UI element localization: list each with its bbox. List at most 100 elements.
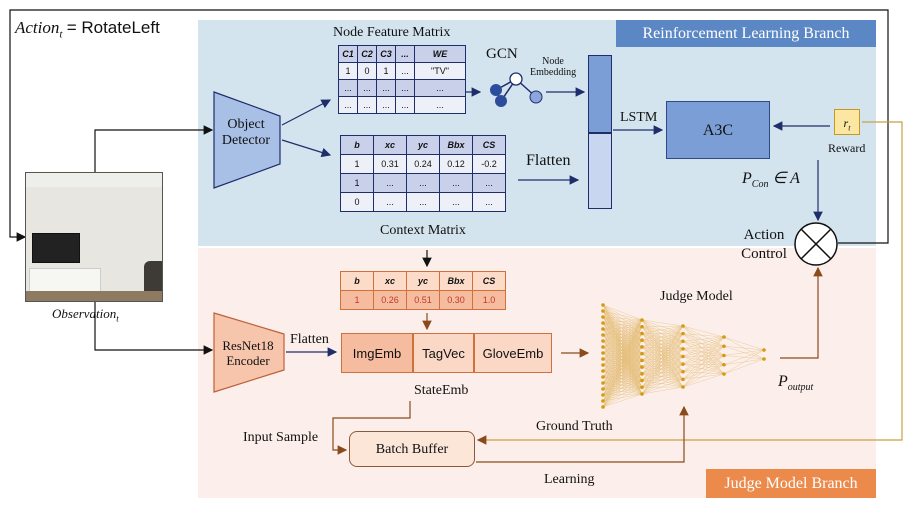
judge-network-edge <box>641 346 684 365</box>
lstm-label: LSTM <box>620 110 658 125</box>
judge-network-node <box>640 385 644 390</box>
judge-network-edge <box>602 319 643 408</box>
judge-network-edge <box>641 326 684 342</box>
judge-network-edge <box>602 340 643 360</box>
a3c-box: A3C <box>666 101 770 159</box>
judge-network-edge <box>723 336 765 351</box>
judge-network-node <box>601 351 605 355</box>
judge-network-edge <box>641 325 684 348</box>
judge-network-edge <box>602 304 643 327</box>
judge-network-edge <box>641 333 684 365</box>
obs-to-encoder-line <box>94 300 214 355</box>
judge-network-edge <box>641 360 684 365</box>
judge-network-edge <box>641 341 684 374</box>
judge-network-edge <box>641 341 684 361</box>
judge-network-edge <box>682 336 725 372</box>
judge-network-edge <box>641 319 684 365</box>
judge-network-edge <box>641 319 684 327</box>
judge-network-edge <box>641 319 684 350</box>
judge-network-edge <box>682 348 725 365</box>
judge-network-edge <box>682 364 725 388</box>
judge-network-edge <box>641 340 684 350</box>
judge-network-edge <box>682 373 725 388</box>
judge-network-edge <box>602 346 643 361</box>
action-control-symbol <box>794 222 838 266</box>
judge-network-edge <box>682 355 725 365</box>
judge-network-edge <box>602 346 643 390</box>
judge-network-edge <box>602 360 643 408</box>
judge-network-edge <box>602 353 643 378</box>
obs-to-detector-line <box>94 125 214 172</box>
judge-network-edge <box>641 360 684 388</box>
judge-network-edge <box>682 336 725 380</box>
judge-network-edge <box>641 333 684 341</box>
judge-network-node <box>601 357 605 361</box>
judge-network-edge <box>602 358 643 368</box>
judge-network-edge <box>641 348 684 395</box>
judge-network-edge <box>641 325 684 368</box>
judge-network-edge <box>641 346 684 350</box>
judge-network-edge <box>602 366 643 396</box>
judge-network-edge <box>602 353 643 372</box>
judge-network-edge <box>641 340 684 365</box>
rl-branch-tag: Reinforcement Learning Branch <box>616 20 876 47</box>
judge-network-node <box>640 345 644 349</box>
judge-network-edge <box>602 360 643 372</box>
judge-network-edge <box>641 366 684 372</box>
judge-network-node <box>762 348 766 352</box>
ground-truth-label: Ground Truth <box>536 419 613 434</box>
judge-network-edge <box>602 366 643 372</box>
judge-network-node <box>601 321 605 325</box>
judge-network-edge <box>641 333 684 357</box>
judge-network-edge <box>602 353 643 408</box>
judge-branch-tag: Judge Model Branch <box>706 469 876 498</box>
judge-network-edge <box>723 358 765 375</box>
judge-network-edge <box>641 325 684 327</box>
judge-network-edge <box>602 319 643 372</box>
judge-network-edge <box>602 319 643 378</box>
judge-network-edge <box>682 355 725 372</box>
judge-network-edge <box>641 340 684 342</box>
judge-network-edge <box>682 336 725 357</box>
judge-network-edge <box>641 356 684 361</box>
judge-network-node <box>640 351 644 356</box>
judge-network-edge <box>682 346 725 380</box>
judge-network-edge <box>602 364 643 368</box>
judge-network-edge <box>602 360 643 402</box>
judge-network-edge <box>641 333 684 381</box>
judge-network-node <box>640 331 644 336</box>
judge-network-edge <box>641 356 684 388</box>
judge-network-edge <box>723 349 765 356</box>
judge-network-edge <box>682 336 725 350</box>
judge-network-edge <box>602 333 643 360</box>
judge-network-edge <box>641 363 684 395</box>
judge-network-node <box>640 318 644 322</box>
judge-network-edge <box>602 340 643 372</box>
gcn-graph-icon <box>490 72 543 107</box>
judge-network-edge <box>602 373 643 378</box>
judge-network-edge <box>641 356 684 381</box>
judge-network-edge <box>602 319 643 342</box>
judge-network-edge <box>641 325 684 354</box>
action-label: Actiont = RotateLeft <box>15 18 160 41</box>
judge-network-edge <box>602 333 643 384</box>
judge-network-edge <box>602 326 643 378</box>
judge-network-edge <box>641 363 684 388</box>
judge-network-node <box>601 399 605 403</box>
judge-network-edge <box>682 348 725 356</box>
judge-network-edge <box>602 340 643 396</box>
judge-network-edge <box>641 325 684 381</box>
judge-network-edge <box>682 346 725 350</box>
judge-network-edge <box>602 319 643 336</box>
judge-network-node <box>762 357 766 361</box>
judge-network-node <box>681 339 685 344</box>
judge-network-edge <box>602 366 643 378</box>
judge-network-node <box>601 375 605 379</box>
judge-network-node <box>601 345 605 349</box>
judge-network-edge <box>641 366 684 388</box>
judge-network-edge <box>602 393 643 402</box>
judge-network-edge <box>602 346 643 396</box>
judge-network-edge <box>602 319 643 396</box>
